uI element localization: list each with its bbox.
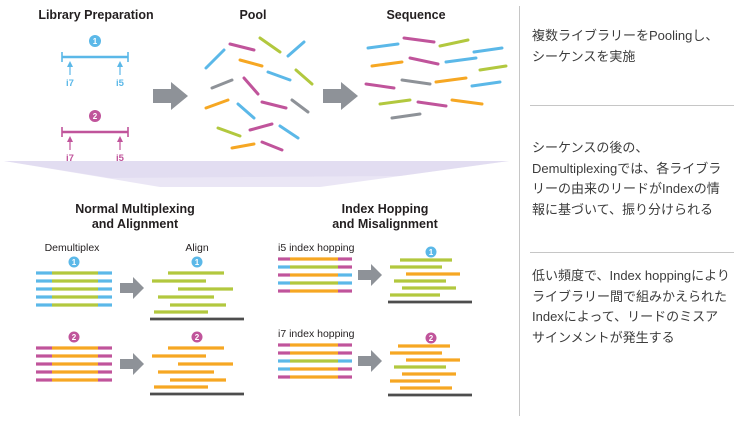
i5-up-arrow-icon — [117, 136, 123, 142]
i5-hopping-align-stack: 1 — [388, 246, 472, 304]
library-1-badge — [68, 256, 80, 268]
flow-arrow-to-pool-icon — [153, 82, 188, 110]
i7-hopping-stack — [278, 343, 352, 379]
library-2-badge-number: 2 — [93, 112, 98, 121]
library-1-badge-number: 1 — [93, 37, 98, 46]
sequencing-workflow-diagram: Library Preparation Pool Sequence 1 i7 i… — [4, 8, 509, 397]
horizontal-divider — [530, 105, 734, 106]
library-preparation-title: Library Preparation — [38, 8, 153, 22]
library-2-badge — [425, 332, 437, 344]
flow-arrow-icon — [358, 264, 382, 286]
library-1-badge-number: 1 — [72, 258, 77, 267]
pool-fragments — [204, 36, 314, 152]
i7-up-arrow-icon — [67, 61, 73, 67]
vertical-divider — [519, 6, 520, 416]
i5-up-arrow-icon — [117, 61, 123, 67]
note-index-hopping: 低い頻度で、Index hoppingによりライブラリー間で組みかえられたInd… — [532, 268, 730, 345]
library-2-construct: 2 i7 i5 — [61, 110, 129, 164]
flow-arrow-to-sequence-icon — [323, 82, 358, 110]
library-2-badge-number: 2 — [429, 334, 434, 343]
pool-title: Pool — [239, 8, 266, 22]
note-demultiplexing: シーケンスの後の、Demultiplexingでは、各ライブラリーの由来のリード… — [532, 140, 722, 217]
library-2-badge — [191, 331, 203, 343]
align-label: Align — [185, 242, 209, 254]
demultiplex-stack-library-2: 2 — [36, 331, 112, 382]
pooling-funnel — [4, 161, 509, 187]
library-1-badge — [89, 35, 101, 47]
i7-hopping-align-stack: 2 — [388, 332, 472, 397]
library-2-badge-number: 2 — [195, 333, 200, 342]
sequence-title: Sequence — [386, 8, 445, 22]
demultiplex-stack-library-1: 1 — [36, 256, 112, 307]
flow-arrow-icon — [358, 350, 382, 372]
library-2-i5-label: i5 — [116, 153, 125, 164]
library-1-construct: 1 i7 i5 — [61, 35, 129, 89]
i5-hopping-stack — [278, 257, 352, 293]
flow-arrow-icon — [120, 277, 144, 299]
flow-arrow-icon — [120, 353, 144, 375]
align-stack-library-1: 1 — [150, 256, 244, 321]
i7-index-hopping-label: i7 index hopping — [278, 328, 355, 340]
normal-multiplexing-title-line1: Normal Multiplexing — [75, 202, 194, 216]
index-hopping-title-line2: and Misalignment — [332, 217, 438, 231]
horizontal-divider — [530, 252, 734, 253]
sequence-fragments — [364, 36, 508, 120]
align-stack-library-2: 2 — [150, 331, 244, 396]
normal-multiplexing-title-line2: and Alignment — [92, 217, 179, 231]
library-1-badge — [425, 246, 437, 258]
annotation-panel: 複数ライブラリーをPoolingし、シーケンスを実施 シーケンスの後の、Demu… — [530, 0, 734, 424]
index-hopping-title-line1: Index Hopping — [342, 202, 429, 216]
library-2-badge — [68, 331, 80, 343]
note-pooling: 複数ライブラリーをPoolingし、シーケンスを実施 — [532, 28, 719, 64]
library-1-badge — [191, 256, 203, 268]
demultiplex-label: Demultiplex — [45, 242, 101, 254]
i5-index-hopping-label: i5 index hopping — [278, 242, 355, 254]
library-1-i5-label: i5 — [116, 78, 125, 89]
library-1-i7-label: i7 — [66, 78, 74, 89]
library-2-i7-label: i7 — [66, 153, 74, 164]
library-2-badge — [89, 110, 101, 122]
library-2-badge-number: 2 — [72, 333, 77, 342]
library-1-badge-number: 1 — [195, 258, 200, 267]
library-1-badge-number: 1 — [429, 248, 434, 257]
i7-up-arrow-icon — [67, 136, 73, 142]
